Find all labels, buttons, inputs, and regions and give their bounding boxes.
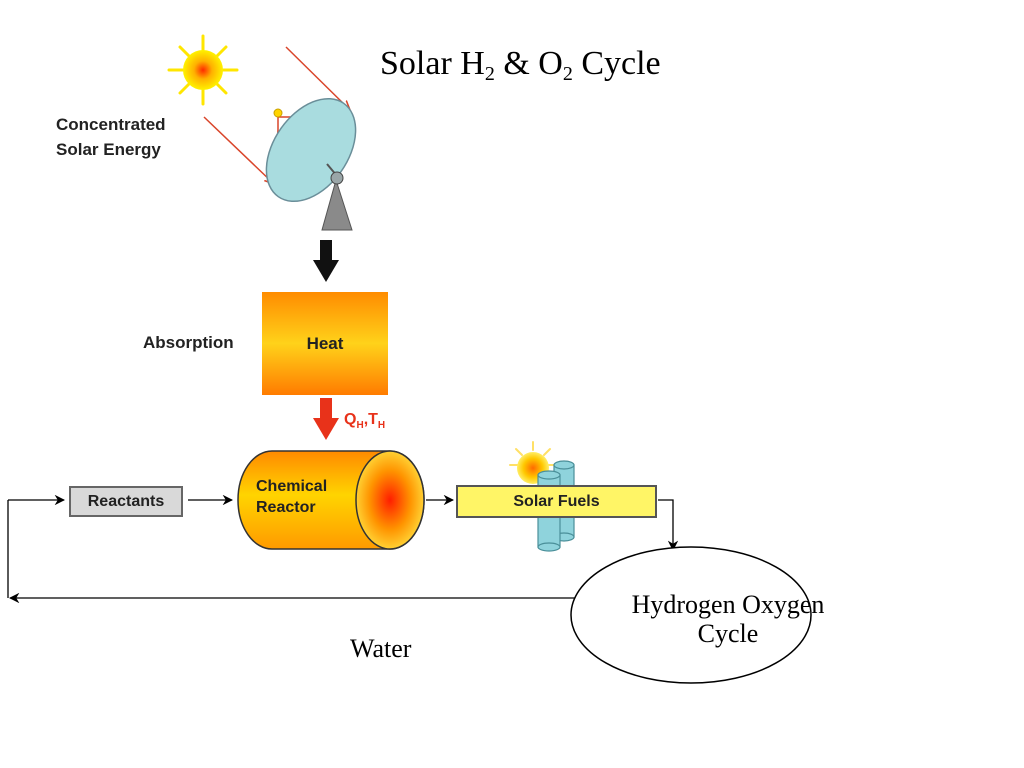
heat-flux-label: QH,TH [344, 411, 386, 431]
hydrogen-oxygen-cycle-label: Hydrogen Oxygen Cycle [631, 590, 825, 648]
hydrogen-oxygen-cycle-ellipse [570, 546, 812, 684]
chemical-reactor-label: Chemical Reactor [256, 478, 328, 516]
water-label: Water [350, 634, 412, 663]
page-title: Solar H2 & O2 Cycle [380, 45, 661, 85]
down-arrow-icon [313, 240, 339, 282]
reactants-label: Reactants [87, 492, 165, 510]
chemical-reactor-cylinder [237, 450, 425, 550]
heat-label: Heat [306, 333, 344, 353]
heat-flow-arrow-icon [313, 398, 339, 440]
solar-fuels-box: Solar Fuels [456, 485, 657, 518]
flow-arrows [7, 494, 679, 604]
reactants-box: Reactants [69, 486, 183, 517]
solar-fuels-label: Solar Fuels [513, 492, 600, 510]
heat-box: Heat [262, 292, 388, 395]
solar-dish-icon [265, 97, 357, 231]
absorption-label: Absorption [143, 333, 234, 352]
concentrated-solar-energy-label: Concentrated Solar Energy [56, 115, 166, 159]
sun-icon [167, 34, 239, 106]
